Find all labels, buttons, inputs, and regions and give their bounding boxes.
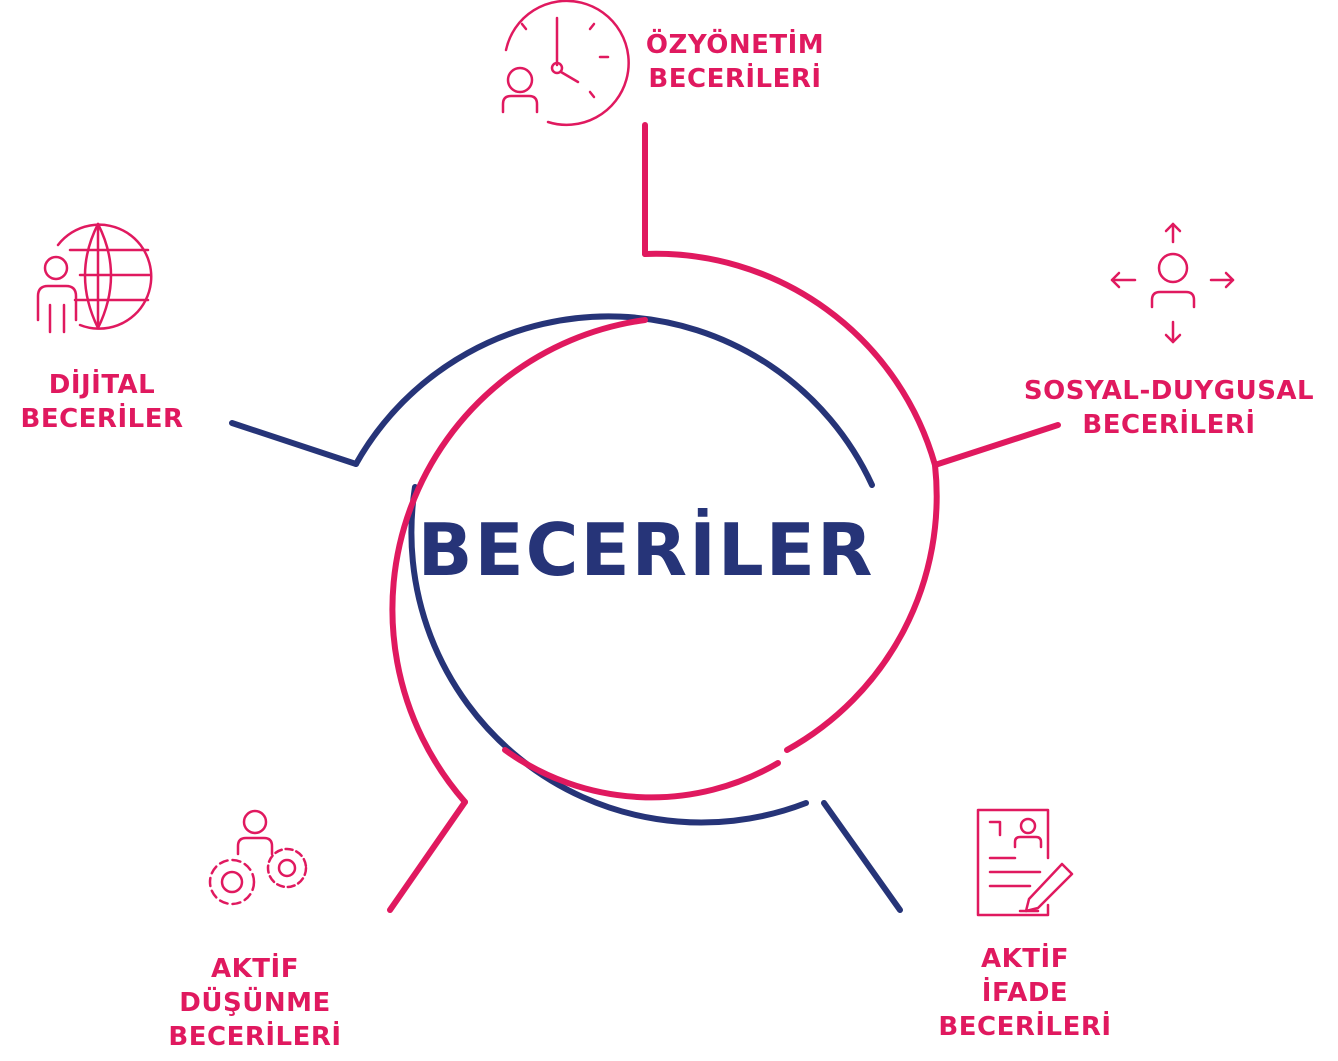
- connector-sosyal: [932, 422, 1061, 468]
- document-pen-icon: [976, 808, 1074, 917]
- label-ifade-line-2: İFADE: [981, 978, 1069, 1008]
- inner-ring-arc-right: [642, 250, 938, 468]
- label-dusunme-line-2: DÜŞÜNME: [179, 988, 331, 1018]
- label-ifade-line-3: BECERİLERİ: [938, 1012, 1112, 1042]
- outer-ring-arc-top: [353, 313, 875, 488]
- connector-ifade: [821, 800, 903, 913]
- label-ozyonetim-line-1: ÖZYÖNETİM: [645, 30, 825, 60]
- connector-dijital: [229, 420, 359, 467]
- label-aktif-ifade: AKTİF İFADE BECERİLERİ: [910, 942, 1140, 1044]
- connector-dusunme: [387, 799, 468, 913]
- label-dijital: DİJİTAL BECERİLER: [0, 368, 204, 436]
- inner-ring-arc-lower-right: [784, 462, 940, 753]
- label-dijital-line-2: BECERİLER: [20, 404, 184, 434]
- label-sosyal-duygusal: SOSYAL-DUYGUSAL BECERİLERİ: [1010, 374, 1328, 442]
- label-aktif-dusunme: AKTİF DÜŞÜNME BECERİLERİ: [140, 952, 370, 1054]
- clock-person-icon: [501, 0, 630, 127]
- inner-ring-arc-bottom: [502, 747, 781, 801]
- label-ozyonetim: ÖZYÖNETİM BECERİLERİ: [620, 28, 850, 96]
- label-dusunme-line-3: BECERİLERİ: [168, 1022, 342, 1052]
- label-sosyal-line-1: SOSYAL-DUYGUSAL: [1023, 376, 1315, 406]
- inner-ring-arc-left: [389, 317, 648, 805]
- label-ifade-line-1: AKTİF: [981, 944, 1069, 974]
- label-dusunme-line-1: AKTİF: [211, 954, 299, 984]
- label-sosyal-line-2: BECERİLERİ: [1082, 410, 1256, 440]
- label-ozyonetim-line-2: BECERİLERİ: [648, 64, 822, 94]
- label-dijital-line-1: DİJİTAL: [48, 370, 156, 400]
- globe-person-icon: [36, 222, 153, 334]
- person-gears-icon: [208, 809, 308, 906]
- center-title: BECERİLER: [417, 508, 875, 592]
- person-arrows-icon: [1110, 222, 1235, 344]
